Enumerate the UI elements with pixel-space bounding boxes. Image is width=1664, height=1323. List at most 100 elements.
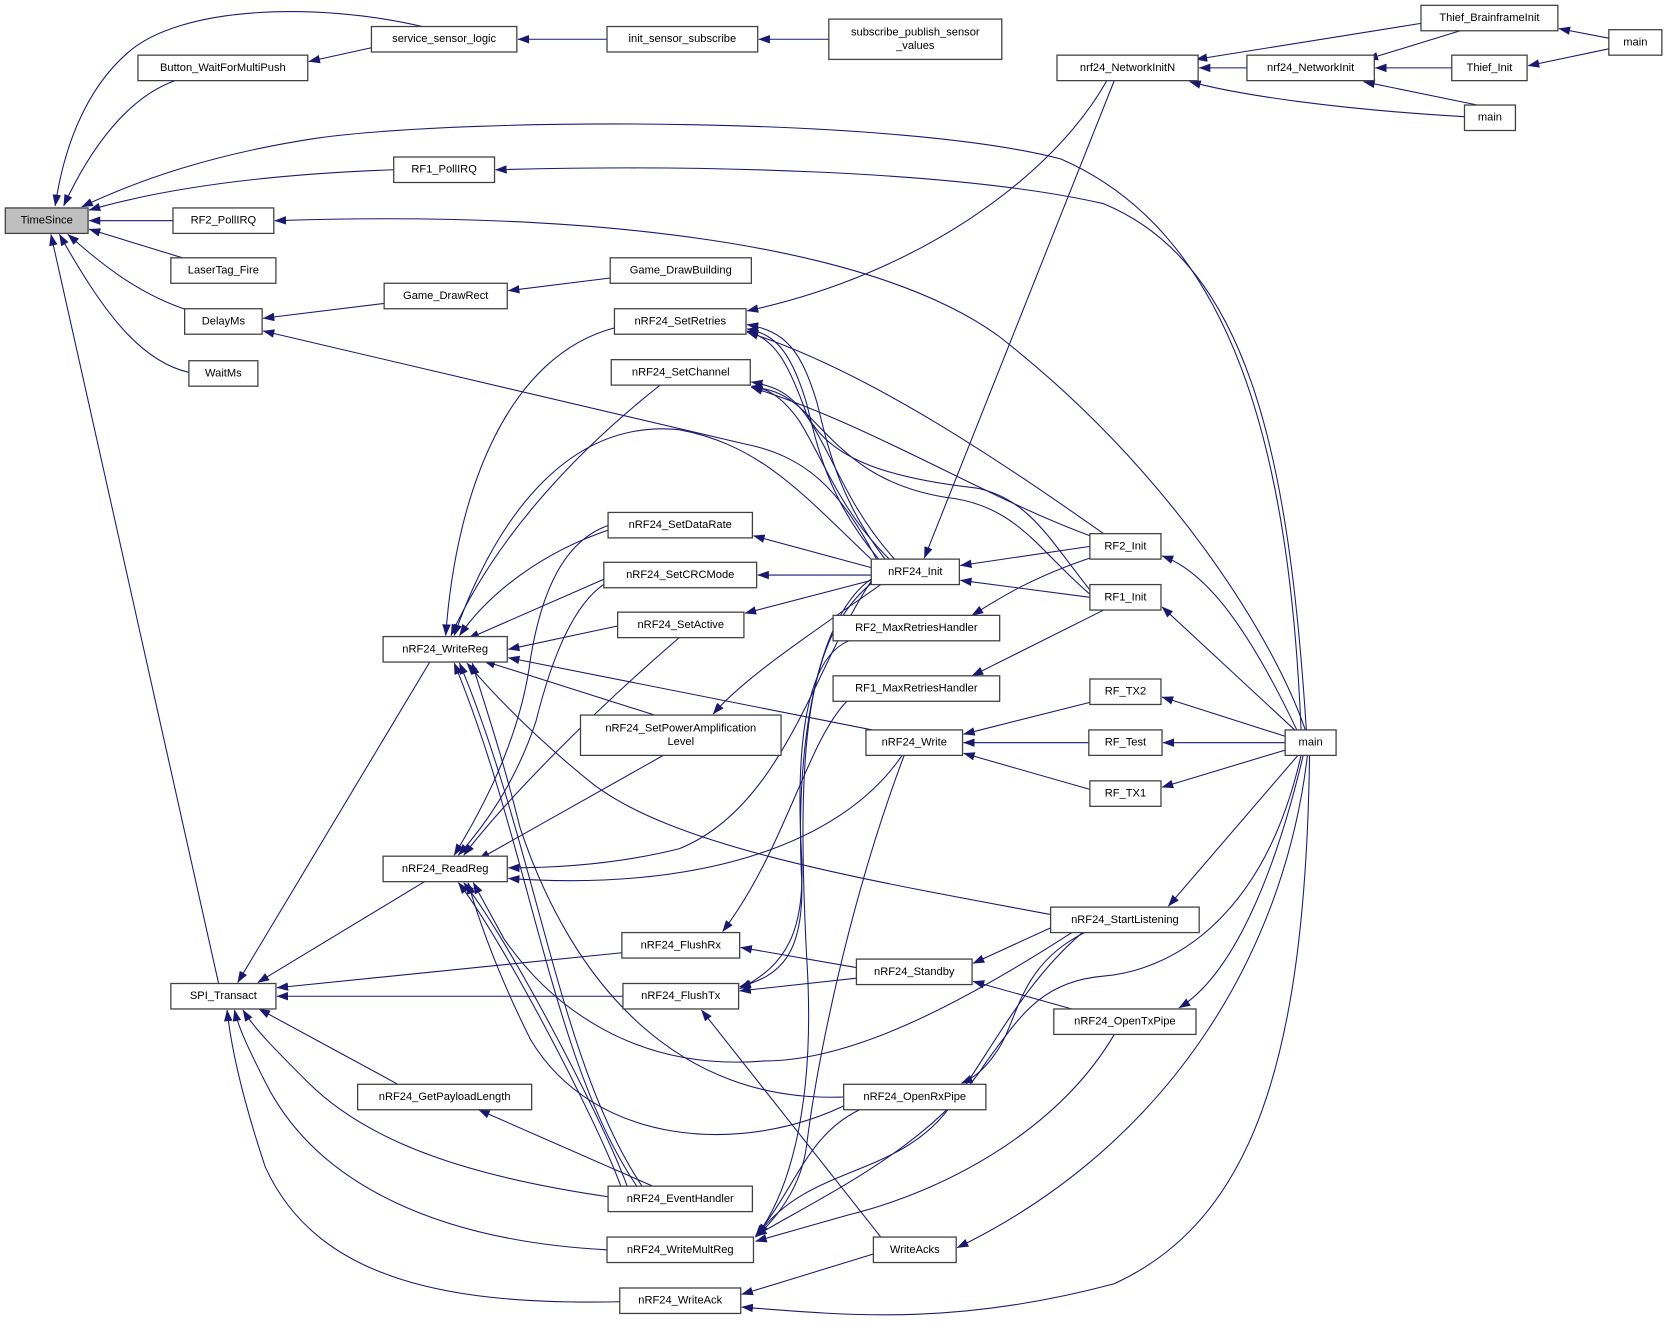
node-box[interactable] xyxy=(1056,54,1199,82)
node-box[interactable] xyxy=(382,855,508,883)
node-box[interactable] xyxy=(622,982,740,1010)
graph-node-rf2-poll-irq[interactable]: RF2_PollIRQ xyxy=(172,207,275,235)
graph-node-rf-test[interactable]: RF_Test xyxy=(1088,729,1163,757)
edge-rf1-init-to-rf1-max-retries-handler xyxy=(971,609,1104,677)
graph-node-game-draw-rect[interactable]: Game_DrawRect xyxy=(383,282,508,310)
graph-node-init-sensor-subscribe[interactable]: init_sensor_subscribe xyxy=(606,25,759,53)
node-box[interactable] xyxy=(1089,583,1162,611)
graph-node-n-rf24-event-handler[interactable]: nRF24_EventHandler xyxy=(607,1185,754,1213)
node-box[interactable] xyxy=(184,308,263,335)
graph-node-service-sensor-logic[interactable]: service_sensor_logic xyxy=(370,25,518,53)
node-box[interactable] xyxy=(1463,104,1517,132)
graph-node-rf1-poll-irq[interactable]: RF1_PollIRQ xyxy=(393,156,496,184)
graph-node-n-rf24-get-payload-length[interactable]: nRF24_GetPayloadLength xyxy=(356,1083,533,1111)
graph-node-n-rf24-flush-rx[interactable]: nRF24_FlushRx xyxy=(621,931,741,959)
node-box[interactable] xyxy=(1420,4,1559,32)
graph-node-rf1-max-retries-handler[interactable]: RF1_MaxRetriesHandler xyxy=(832,675,1001,702)
graph-node-n-rf24-open-rx-pipe[interactable]: nRF24_OpenRxPipe xyxy=(843,1083,987,1111)
node-box[interactable] xyxy=(356,1083,533,1111)
node-label: init_sensor_subscribe xyxy=(629,33,737,45)
node-box[interactable] xyxy=(383,282,508,310)
node-box[interactable] xyxy=(828,18,1003,61)
node-box[interactable] xyxy=(603,561,758,589)
graph-node-spi-transact[interactable]: SPI_Transact xyxy=(170,982,277,1010)
node-box[interactable] xyxy=(609,257,752,284)
graph-node-n-rf24-flush-tx[interactable]: nRF24_FlushTx xyxy=(622,982,740,1010)
graph-node-n-rf24-start-listening[interactable]: nRF24_StartListening xyxy=(1049,906,1200,934)
graph-node-n-rf24-read-reg[interactable]: nRF24_ReadReg xyxy=(382,855,508,883)
node-box[interactable] xyxy=(607,1185,754,1213)
graph-node-n-rf24-standby[interactable]: nRF24_Standby xyxy=(855,958,973,986)
node-box[interactable] xyxy=(855,958,973,986)
node-box[interactable] xyxy=(606,25,759,53)
node-box[interactable] xyxy=(188,360,259,387)
node-box[interactable] xyxy=(613,308,747,335)
node-box[interactable] xyxy=(370,25,518,53)
node-box[interactable] xyxy=(393,156,496,184)
node-box[interactable] xyxy=(382,635,508,663)
graph-node-n-rf24-write-ack[interactable]: nRF24_WriteAck xyxy=(619,1287,742,1315)
graph-node-n-rf24-set-active[interactable]: nRF24_SetActive xyxy=(616,611,745,639)
graph-node-rf2-init[interactable]: RF2_Init xyxy=(1089,533,1162,560)
graph-node-time-since[interactable]: TimeSince xyxy=(4,207,89,235)
graph-node-rf1-init[interactable]: RF1_Init xyxy=(1089,583,1162,611)
graph-node-n-rf24-set-channel[interactable]: nRF24_SetChannel xyxy=(610,359,751,386)
node-box[interactable] xyxy=(1246,54,1375,82)
graph-node-main-bottom[interactable]: main xyxy=(1284,729,1337,757)
edge-n-rf24-event-handler-to-n-rf24-read-reg xyxy=(463,882,628,1187)
node-box[interactable] xyxy=(579,714,782,757)
node-box[interactable] xyxy=(619,1287,742,1315)
node-box[interactable] xyxy=(1608,29,1663,56)
node-box[interactable] xyxy=(1088,729,1163,757)
node-box[interactable] xyxy=(1451,54,1528,82)
graph-node-thief-brainframe-init[interactable]: Thief_BrainframeInit xyxy=(1420,4,1559,32)
node-box[interactable] xyxy=(832,614,1001,642)
edge-n-rf24-set-channel-to-n-rf24-write-reg xyxy=(450,384,661,636)
node-box[interactable] xyxy=(865,729,964,757)
node-box[interactable] xyxy=(170,982,277,1010)
graph-node-thief-init[interactable]: Thief_Init xyxy=(1451,54,1528,82)
graph-node-n-rf24-write-reg[interactable]: nRF24_WriteReg xyxy=(382,635,508,663)
node-box[interactable] xyxy=(606,1236,755,1264)
node-box[interactable] xyxy=(832,675,1001,702)
node-box[interactable] xyxy=(1049,906,1200,934)
node-box[interactable] xyxy=(4,207,89,235)
graph-node-laser-tag-fire[interactable]: LaserTag_Fire xyxy=(170,257,277,284)
graph-node-nrf24-network-init[interactable]: nrf24_NetworkInit xyxy=(1246,54,1375,82)
graph-node-nrf24-network-init-n[interactable]: nrf24_NetworkInitN xyxy=(1056,54,1199,82)
node-box[interactable] xyxy=(872,1236,957,1264)
graph-node-rf-tx1[interactable]: RF_TX1 xyxy=(1089,780,1162,807)
graph-node-wait-ms[interactable]: WaitMs xyxy=(188,360,259,387)
graph-node-delay-ms[interactable]: DelayMs xyxy=(184,308,263,335)
graph-node-n-rf24-init[interactable]: nRF24_Init xyxy=(870,558,960,586)
node-box[interactable] xyxy=(610,359,751,386)
graph-node-rf-tx2[interactable]: RF_TX2 xyxy=(1089,678,1162,706)
node-box[interactable] xyxy=(1053,1008,1197,1036)
node-box[interactable] xyxy=(843,1083,987,1111)
node-box[interactable] xyxy=(137,54,309,82)
node-box[interactable] xyxy=(1089,678,1162,706)
node-box[interactable] xyxy=(616,611,745,639)
node-box[interactable] xyxy=(1089,780,1162,807)
node-box[interactable] xyxy=(607,511,754,539)
graph-node-n-rf24-set-data-rate[interactable]: nRF24_SetDataRate xyxy=(607,511,754,539)
graph-node-n-rf24-write[interactable]: nRF24_Write xyxy=(865,729,964,757)
graph-node-n-rf24-set-retries[interactable]: nRF24_SetRetries xyxy=(613,308,747,335)
graph-node-button-wait-for-multi-push[interactable]: Button_WaitForMultiPush xyxy=(137,54,309,82)
graph-node-n-rf24-write-mult-reg[interactable]: nRF24_WriteMultReg xyxy=(606,1236,755,1264)
graph-node-n-rf24-open-tx-pipe[interactable]: nRF24_OpenTxPipe xyxy=(1053,1008,1197,1036)
node-box[interactable] xyxy=(170,257,277,284)
node-box[interactable] xyxy=(1284,729,1337,757)
graph-node-write-acks[interactable]: WriteAcks xyxy=(872,1236,957,1264)
node-box[interactable] xyxy=(172,207,275,235)
graph-node-subscribe-publish-sensor-values[interactable]: subscribe_publish_sensor_values xyxy=(828,18,1003,61)
graph-node-n-rf24-set-crcmode[interactable]: nRF24_SetCRCMode xyxy=(603,561,758,589)
node-box[interactable] xyxy=(621,931,741,959)
graph-node-game-draw-building[interactable]: Game_DrawBuilding xyxy=(609,257,752,284)
node-box[interactable] xyxy=(870,558,960,586)
node-box[interactable] xyxy=(1089,533,1162,560)
graph-node-main-top[interactable]: main xyxy=(1608,29,1663,56)
graph-node-rf2-max-retries-handler[interactable]: RF2_MaxRetriesHandler xyxy=(832,614,1001,642)
graph-node-main-mid[interactable]: main xyxy=(1463,104,1517,132)
